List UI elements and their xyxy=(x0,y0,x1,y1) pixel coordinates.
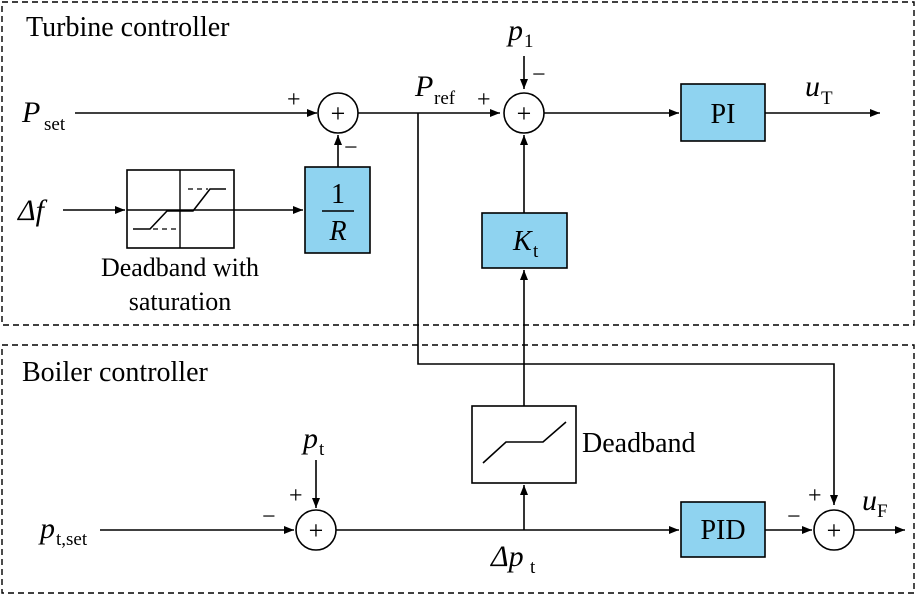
sum1-plus-sign: + xyxy=(287,87,301,113)
p-ref-subscript: ref xyxy=(434,88,456,109)
u-f-label: u xyxy=(862,484,877,517)
p-set-label: P xyxy=(21,96,40,129)
deadband-saturation-label-line2: saturation xyxy=(129,287,232,316)
kt-subscript: t xyxy=(533,241,539,262)
p1-label: p xyxy=(506,14,523,47)
sum4-minus-sign: − xyxy=(787,504,801,530)
boiler-controller-title: Boiler controller xyxy=(22,357,209,388)
p-set-subscript: set xyxy=(44,114,66,135)
droop-denominator: R xyxy=(328,216,346,247)
sum2-minus-sign: − xyxy=(532,62,546,88)
boiler-controller-frame xyxy=(1,344,915,594)
pt-set-label: p xyxy=(38,512,55,545)
pi-label: PI xyxy=(711,99,736,130)
p-ref-label: P xyxy=(414,70,433,103)
sum2-symbol: + xyxy=(517,99,532,128)
pt-label: p xyxy=(301,422,318,455)
sum1-minus-sign: − xyxy=(344,135,358,161)
pt-subscript: t xyxy=(319,439,325,460)
pid-block xyxy=(680,501,766,558)
u-t-label: u xyxy=(805,70,820,103)
delta-f-label: Δf xyxy=(17,194,48,227)
sum3-symbol: + xyxy=(309,516,324,545)
droop-block xyxy=(304,166,371,254)
pt-set-subscript: t,set xyxy=(56,529,88,550)
u-f-subscript: F xyxy=(877,501,888,522)
sum1-symbol: + xyxy=(331,99,346,128)
pi-block xyxy=(680,83,766,142)
delta-pt-label: Δp xyxy=(490,540,524,573)
deadband-saturation-block xyxy=(126,169,235,249)
u-t-subscript: T xyxy=(821,88,833,109)
deadband-label: Deadband xyxy=(582,428,696,459)
sum3-minus-sign: − xyxy=(262,504,276,530)
deadband-saturation-label-line1: Deadband with xyxy=(101,253,259,282)
sum4-plus-sign: + xyxy=(808,483,822,509)
droop-numerator: 1 xyxy=(331,179,345,210)
sum4-symbol: + xyxy=(827,516,842,545)
sum2-plus-sign: + xyxy=(477,87,491,113)
sum3-plus-sign: + xyxy=(289,483,303,509)
turbine-controller-title: Turbine controller xyxy=(26,12,230,43)
kt-label: K xyxy=(512,226,533,257)
pid-label: PID xyxy=(700,515,745,546)
deadband-block xyxy=(471,405,577,484)
p1-subscript: 1 xyxy=(524,31,534,52)
delta-pt-subscript: t xyxy=(530,557,536,578)
p-ref-feedforward-line xyxy=(417,113,838,505)
turbine-controller-frame xyxy=(1,1,915,326)
